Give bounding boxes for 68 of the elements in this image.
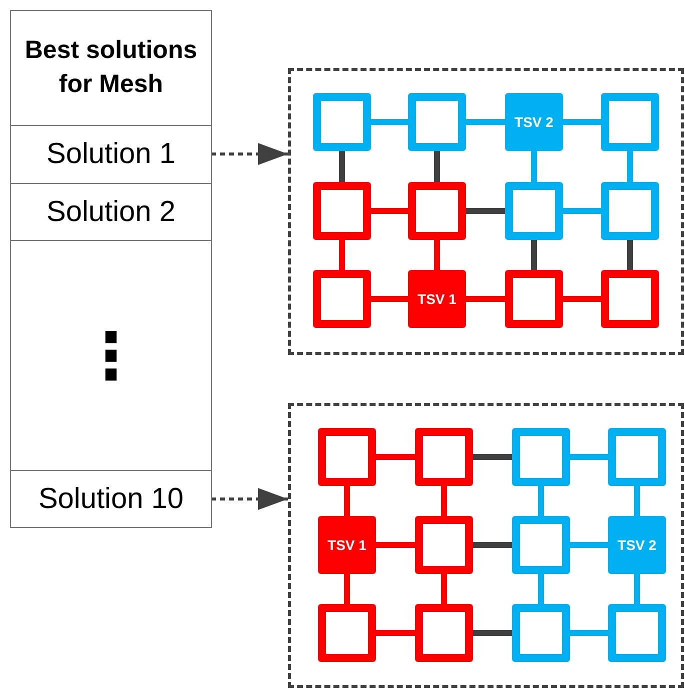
link-line <box>570 630 608 636</box>
link-line <box>344 574 350 604</box>
link-line <box>473 542 512 548</box>
router-box <box>512 604 570 662</box>
arrow <box>211 488 288 510</box>
link-line <box>563 208 601 214</box>
link-line <box>434 240 440 270</box>
router-box <box>601 270 659 328</box>
link-line <box>570 454 608 460</box>
link-line <box>376 454 415 460</box>
router-box <box>415 428 473 486</box>
tsv-box: TSV 2 <box>505 93 563 151</box>
link-line <box>466 119 505 125</box>
link-line <box>441 574 447 604</box>
link-line <box>563 296 601 302</box>
link-line <box>371 119 408 125</box>
link-line <box>466 208 505 214</box>
router-box <box>318 428 376 486</box>
table-cell: Solution 10 <box>11 470 211 528</box>
table-panel <box>10 10 212 528</box>
table-cell: Solution 1 <box>11 125 211 183</box>
link-line <box>371 296 408 302</box>
link-line <box>466 296 505 302</box>
link-line <box>376 542 415 548</box>
link-line <box>339 151 345 182</box>
link-line <box>627 240 633 270</box>
link-line <box>634 486 640 516</box>
link-line <box>531 151 537 182</box>
link-line <box>570 542 608 548</box>
router-box <box>408 182 466 240</box>
tsv-box: TSV 1 <box>318 516 376 574</box>
vertical-ellipsis: ⋮ <box>79 324 143 388</box>
router-box <box>415 604 473 662</box>
arrow <box>211 143 288 165</box>
link-line <box>344 486 350 516</box>
link-line <box>634 574 640 604</box>
table-cell: Solution 2 <box>11 183 211 240</box>
link-line <box>473 454 512 460</box>
router-box <box>608 604 666 662</box>
router-box <box>313 93 371 151</box>
tsv-box: TSV 2 <box>608 516 666 574</box>
link-line <box>563 119 601 125</box>
link-line <box>538 486 544 516</box>
router-box <box>601 93 659 151</box>
router-box <box>408 93 466 151</box>
link-line <box>473 630 512 636</box>
router-box <box>313 270 371 328</box>
link-line <box>339 240 345 270</box>
router-box <box>505 270 563 328</box>
router-box <box>608 428 666 486</box>
router-box <box>415 516 473 574</box>
router-box <box>512 428 570 486</box>
router-box <box>512 516 570 574</box>
link-line <box>538 574 544 604</box>
dashed-frame <box>288 68 684 355</box>
link-line <box>376 630 415 636</box>
tsv-box: TSV 1 <box>408 270 466 328</box>
router-box <box>313 182 371 240</box>
router-box <box>505 182 563 240</box>
dashed-frame <box>288 403 684 688</box>
link-line <box>371 208 408 214</box>
table-heading: Best solutions for Mesh <box>24 35 198 100</box>
router-box <box>318 604 376 662</box>
link-line <box>531 240 537 270</box>
link-line <box>434 151 440 182</box>
link-line <box>441 486 447 516</box>
router-box <box>601 182 659 240</box>
link-line <box>627 151 633 182</box>
